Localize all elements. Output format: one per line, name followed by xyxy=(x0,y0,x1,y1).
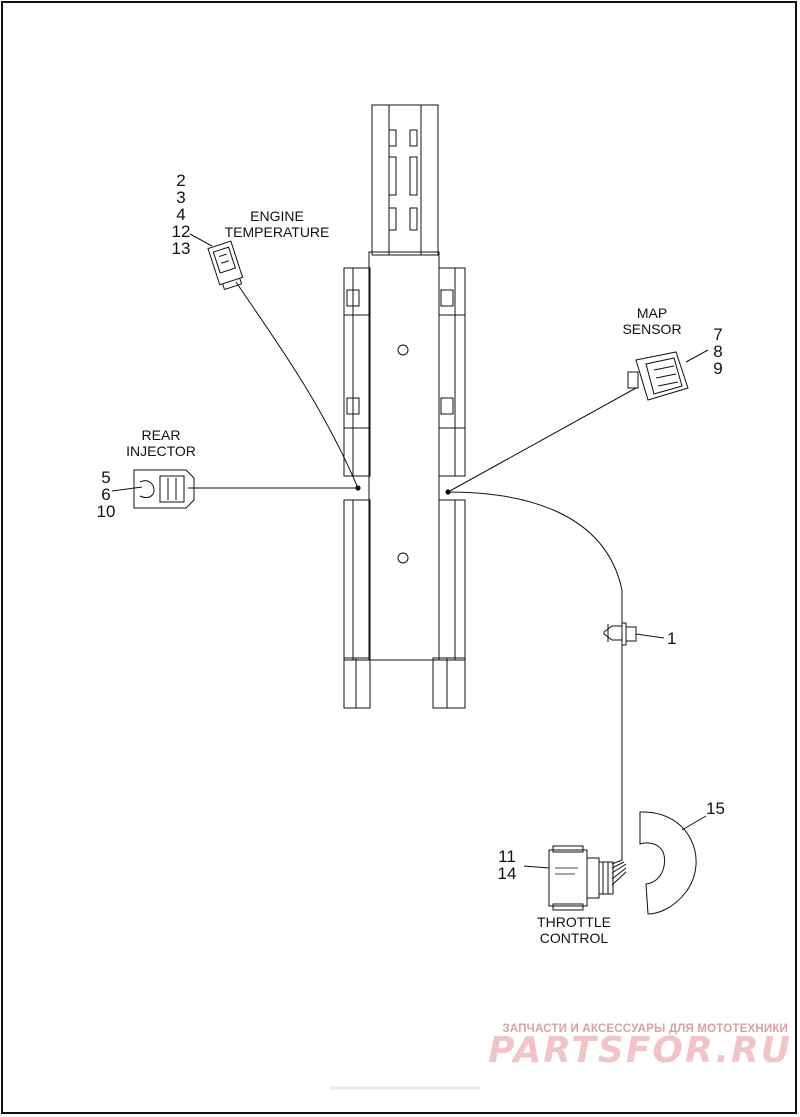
item-number: 4 xyxy=(176,205,186,224)
junction-dot-left xyxy=(355,485,361,491)
item-number: 9 xyxy=(713,359,723,378)
map-sensor-item-numbers: 7 8 9 xyxy=(706,326,730,377)
watermark-logo: PARTSFOR.RU xyxy=(488,1030,792,1071)
frame-rail xyxy=(343,104,466,709)
wire-throttle-trunk xyxy=(447,491,623,860)
watermark-tagline: ЗАПЧАСТИ И АКСЕССУАРЫ ДЛЯ МОТОТЕХНИКИ xyxy=(502,1023,788,1035)
item-number: 11 xyxy=(498,847,516,866)
throttle-control-label: THROTTLE CONTROL xyxy=(537,914,611,946)
cover-boot xyxy=(639,811,707,915)
map-sensor-label: MAP SENSOR xyxy=(622,305,682,337)
item-number: 5 xyxy=(101,468,111,487)
junction-dot-right xyxy=(445,489,451,495)
item-number: 7 xyxy=(713,325,723,344)
throttle-connector-text xyxy=(555,867,578,875)
throttle-control-connector xyxy=(548,845,614,911)
rear-injector-connector xyxy=(133,469,195,509)
harness-wires xyxy=(188,281,637,886)
rear-injector-item-numbers: 5 6 10 xyxy=(92,469,120,520)
item-number: 14 xyxy=(497,864,517,883)
item-number: 3 xyxy=(176,188,186,207)
map-sensor-connector xyxy=(627,351,689,401)
engine-temperature-connector xyxy=(207,240,244,290)
item-number: 2 xyxy=(176,171,186,190)
rear-injector-label: REAR INJECTOR xyxy=(126,427,196,459)
clip-item-number: 1 xyxy=(667,629,677,648)
cover-item-number: 15 xyxy=(706,799,725,818)
wire-map-sensor xyxy=(447,387,637,493)
item-number: 12 xyxy=(171,222,191,241)
item-number: 6 xyxy=(101,485,111,504)
engine-temperature-item-numbers: 2 3 4 12 13 xyxy=(164,172,198,257)
item-number: 8 xyxy=(713,342,723,361)
item-number: 13 xyxy=(171,239,191,258)
leader-lines xyxy=(111,233,709,869)
push-in-clip xyxy=(603,622,665,646)
watermark-shadow xyxy=(330,1086,480,1090)
throttle-control-item-numbers: 11 14 xyxy=(494,848,520,882)
wire-engine-temperature xyxy=(235,281,359,489)
item-number: 10 xyxy=(96,502,116,521)
engine-temperature-label: ENGINE TEMPERATURE xyxy=(224,208,330,240)
